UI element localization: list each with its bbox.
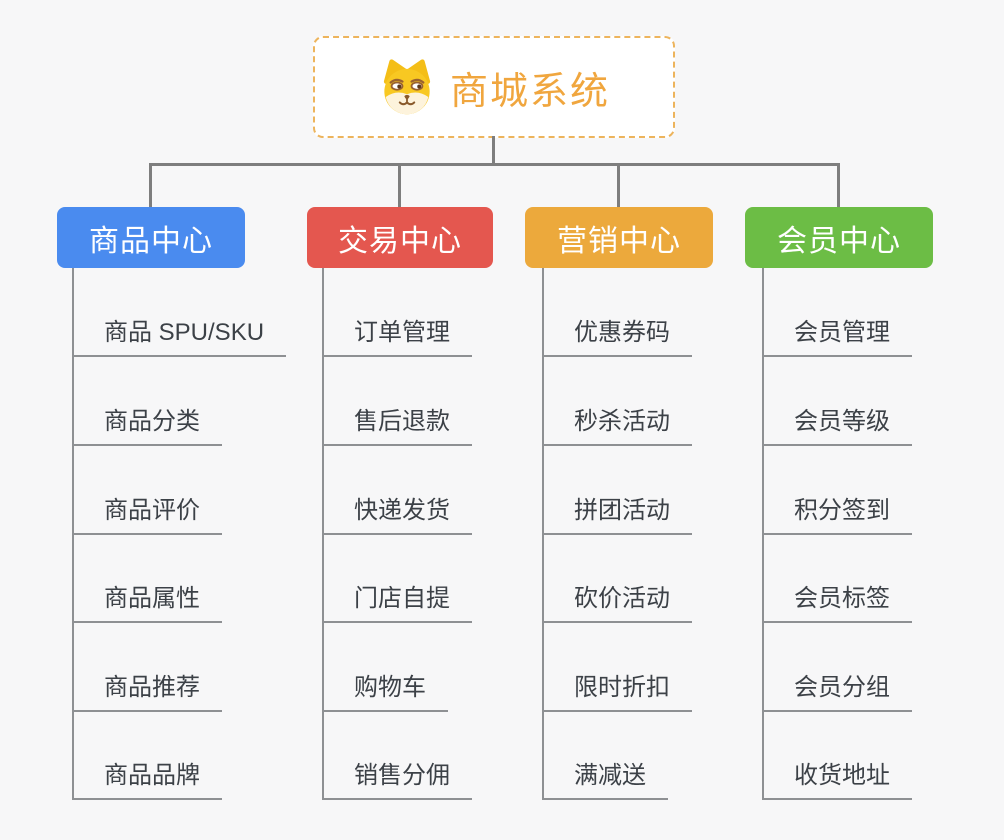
subtopic-sales-commission[interactable]: 销售分佣 xyxy=(322,762,472,800)
subtopic-product-brand[interactable]: 商品品牌 xyxy=(72,762,222,800)
subtopic-points-checkin[interactable]: 积分签到 xyxy=(762,497,912,535)
branch-label: 营销中心 xyxy=(557,224,681,258)
subtopic-shopping-cart[interactable]: 购物车 xyxy=(322,674,448,712)
connector-drop-member xyxy=(837,163,840,207)
subtopic-express-delivery[interactable]: 快递发货 xyxy=(322,497,472,535)
branch-topic-trade-center[interactable]: 交易中心 xyxy=(307,207,493,268)
subtopic-member-level[interactable]: 会员等级 xyxy=(762,408,912,446)
subtree-member-center: 会员管理 会员等级 积分签到 会员标签 会员分组 收货地址 xyxy=(762,268,1004,800)
subtree-product-center: 商品 SPU/SKU 商品分类 商品评价 商品属性 商品推荐 商品品牌 xyxy=(72,268,342,800)
subtopic-product-recommend[interactable]: 商品推荐 xyxy=(72,674,222,712)
subtopic-full-reduction[interactable]: 满减送 xyxy=(542,762,668,800)
connector-drop-marketing xyxy=(617,163,620,207)
subtree-trade-center: 订单管理 售后退款 快递发货 门店自提 购物车 销售分佣 xyxy=(322,268,592,800)
subtopic-product-spu-sku[interactable]: 商品 SPU/SKU xyxy=(72,319,287,357)
connector-horizontal-bus xyxy=(149,163,840,166)
subtopic-order-management[interactable]: 订单管理 xyxy=(322,319,472,357)
subtopic-flash-sale[interactable]: 秒杀活动 xyxy=(542,408,692,446)
subtopic-shipping-address[interactable]: 收货地址 xyxy=(762,762,912,800)
subtree-marketing-center: 优惠券码 秒杀活动 拼团活动 砍价活动 限时折扣 满减送 xyxy=(542,268,812,800)
subtopic-product-review[interactable]: 商品评价 xyxy=(72,497,222,535)
subtopic-time-discount[interactable]: 限时折扣 xyxy=(542,674,692,712)
branch-topic-product-center[interactable]: 商品中心 xyxy=(57,207,245,268)
subtopic-aftersale-refund[interactable]: 售后退款 xyxy=(322,408,472,446)
subtopic-bargain-activity[interactable]: 砍价活动 xyxy=(542,585,692,623)
subtopic-store-pickup[interactable]: 门店自提 xyxy=(322,585,472,623)
connector-root-stub xyxy=(492,136,495,165)
subtopic-group-buy[interactable]: 拼团活动 xyxy=(542,497,692,535)
connector-drop-trade xyxy=(398,163,401,207)
root-title: 商城系统 xyxy=(449,70,610,113)
branch-topic-marketing-center[interactable]: 营销中心 xyxy=(525,207,713,268)
subtopic-member-tags[interactable]: 会员标签 xyxy=(762,585,912,623)
subtopic-coupon-code[interactable]: 优惠券码 xyxy=(542,319,692,357)
doge-face-icon xyxy=(383,59,431,115)
subtopic-product-attribute[interactable]: 商品属性 xyxy=(72,585,222,623)
subtopic-product-category[interactable]: 商品分类 xyxy=(72,408,222,446)
branch-topic-member-center[interactable]: 会员中心 xyxy=(745,207,933,268)
root-topic[interactable]: 商城系统 xyxy=(313,36,675,138)
connector-drop-product xyxy=(149,163,152,207)
subtopic-member-groups[interactable]: 会员分组 xyxy=(762,674,912,712)
branch-label: 交易中心 xyxy=(338,224,462,258)
branch-label: 商品中心 xyxy=(89,224,213,258)
branch-label: 会员中心 xyxy=(777,224,901,258)
subtopic-member-management[interactable]: 会员管理 xyxy=(762,319,912,357)
